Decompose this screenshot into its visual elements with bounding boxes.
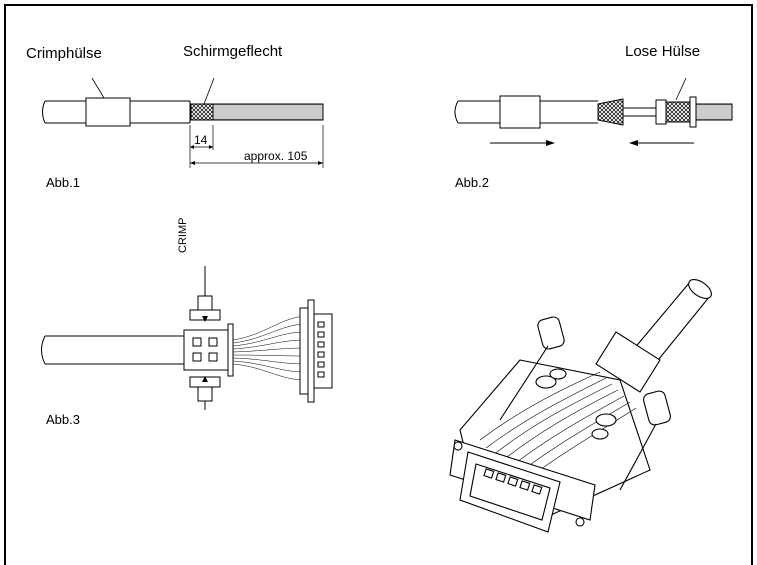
shield-braid-label: Schirmgeflecht bbox=[183, 43, 283, 60]
fig2-cable-drawing bbox=[454, 77, 733, 146]
fig1-caption: Abb.1 bbox=[46, 175, 80, 190]
fig3-crimp-drawing bbox=[41, 266, 333, 410]
crimp-sleeve-label: Crimphülse bbox=[26, 45, 102, 62]
dimension-14-label: 14 bbox=[194, 133, 208, 147]
fig2-caption: Abb.2 bbox=[455, 175, 489, 190]
loose-sleeve-label: Lose Hülse bbox=[625, 43, 701, 60]
crimp-label: CRIMP bbox=[177, 217, 189, 253]
fig3-caption: Abb.3 bbox=[46, 412, 80, 427]
fig2-folded-braid bbox=[597, 98, 624, 126]
fig2-crimp-sleeve bbox=[499, 95, 541, 129]
fig3-crimp-sleeve bbox=[183, 329, 229, 371]
dimension-105-label: approx. 105 bbox=[244, 149, 308, 163]
fig1-shield-braid bbox=[190, 103, 214, 121]
fig2-loose-sleeve bbox=[665, 101, 691, 123]
diagram-frame bbox=[4, 4, 753, 565]
fig1-cable-drawing bbox=[42, 77, 324, 168]
fig1-crimp-sleeve bbox=[85, 97, 131, 127]
assembled-connector-isometric bbox=[449, 279, 712, 533]
fig1-wires bbox=[212, 103, 324, 121]
